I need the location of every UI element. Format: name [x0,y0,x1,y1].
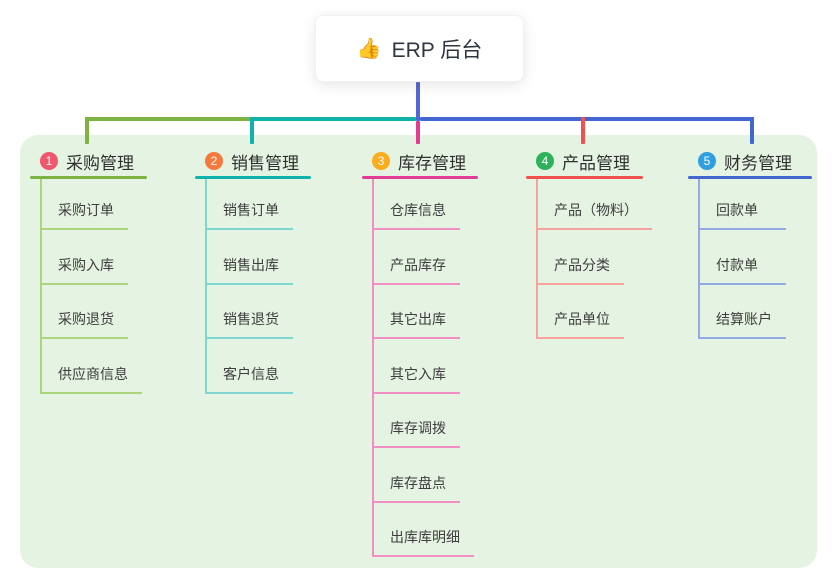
branch-label-product: 产品管理 [562,153,630,173]
drop-line-finance [750,117,754,144]
mindmap-node[interactable]: 其它入库 [374,339,460,394]
branch-purchase: 1 采购管理 采购订单 采购入库 采购退货 供应商信息 [30,150,147,394]
badge-4: 4 [536,152,554,170]
mindmap-node[interactable]: 产品单位 [538,285,624,339]
badge-5: 5 [698,152,716,170]
drop-line-purchase [85,117,89,144]
mindmap-node[interactable]: 销售订单 [207,179,293,230]
branch-underline-finance [688,176,812,179]
mindmap-node[interactable]: 采购订单 [42,179,128,230]
branch-underline-inventory [362,176,478,179]
badge-2: 2 [205,152,223,170]
branch-sales: 2 销售管理 销售订单 销售出库 销售退货 客户信息 [195,150,311,394]
branch-children-inventory: 仓库信息 产品库存 其它出库 其它入库 库存调拨 库存盘点 出库库明细 [372,179,474,557]
branch-label-inventory: 库存管理 [398,153,466,173]
mindmap-node[interactable]: 产品（物料） [538,179,652,230]
branch-children-product: 产品（物料） 产品分类 产品单位 [536,179,652,339]
drop-line-inventory [416,121,420,144]
mindmap-node[interactable]: 付款单 [700,230,786,285]
mindmap-node[interactable]: 回款单 [700,179,786,230]
badge-3: 3 [372,152,390,170]
mindmap-node[interactable]: 采购入库 [42,230,128,285]
root-connector-line [416,82,420,121]
mindmap-node[interactable]: 出库库明细 [374,503,474,557]
connector-segment-finance [420,117,754,121]
branch-title-finance[interactable]: 5 财务管理 [688,150,812,173]
branch-product: 4 产品管理 产品（物料） 产品分类 产品单位 [526,150,652,339]
mindmap-node[interactable]: 库存盘点 [374,448,460,503]
mindmap-node[interactable]: 仓库信息 [374,179,460,230]
badge-1: 1 [40,152,58,170]
mindmap-node[interactable]: 销售退货 [207,285,293,339]
drop-line-sales [250,117,254,144]
branch-title-sales[interactable]: 2 销售管理 [195,150,311,173]
branch-label-purchase: 采购管理 [66,153,134,173]
branch-children-purchase: 采购订单 采购入库 采购退货 供应商信息 [40,179,142,394]
drop-line-product [581,117,585,144]
branch-inventory: 3 库存管理 仓库信息 产品库存 其它出库 其它入库 库存调拨 库存盘点 出库库… [362,150,478,557]
mindmap-node[interactable]: 销售出库 [207,230,293,285]
mindmap-node[interactable]: 供应商信息 [42,339,142,394]
branches-panel [20,135,817,568]
branch-underline-purchase [30,176,147,179]
branch-children-sales: 销售订单 销售出库 销售退货 客户信息 [205,179,293,394]
mindmap-node[interactable]: 采购退货 [42,285,128,339]
connector-segment-sales [252,117,416,121]
root-node-erp[interactable]: 👍 ERP 后台 [315,15,524,82]
connector-segment-purchase [85,117,252,121]
branch-label-sales: 销售管理 [231,153,299,173]
thumbs-up-emoji: 👍 [356,38,382,60]
branch-finance: 5 财务管理 回款单 付款单 结算账户 [688,150,812,339]
mindmap-node[interactable]: 产品库存 [374,230,460,285]
mindmap-node[interactable]: 产品分类 [538,230,624,285]
mindmap-node[interactable]: 客户信息 [207,339,293,394]
mindmap-node[interactable]: 库存调拨 [374,394,460,448]
branch-underline-product [526,176,643,179]
mindmap-node[interactable]: 结算账户 [700,285,786,339]
root-node-label: ERP 后台 [391,38,483,62]
mindmap-node[interactable]: 其它出库 [374,285,460,339]
branch-title-inventory[interactable]: 3 库存管理 [362,150,478,173]
branch-underline-sales [195,176,311,179]
branch-children-finance: 回款单 付款单 结算账户 [698,179,786,339]
branch-title-purchase[interactable]: 1 采购管理 [30,150,147,173]
branch-label-finance: 财务管理 [724,153,792,173]
branch-title-product[interactable]: 4 产品管理 [526,150,652,173]
